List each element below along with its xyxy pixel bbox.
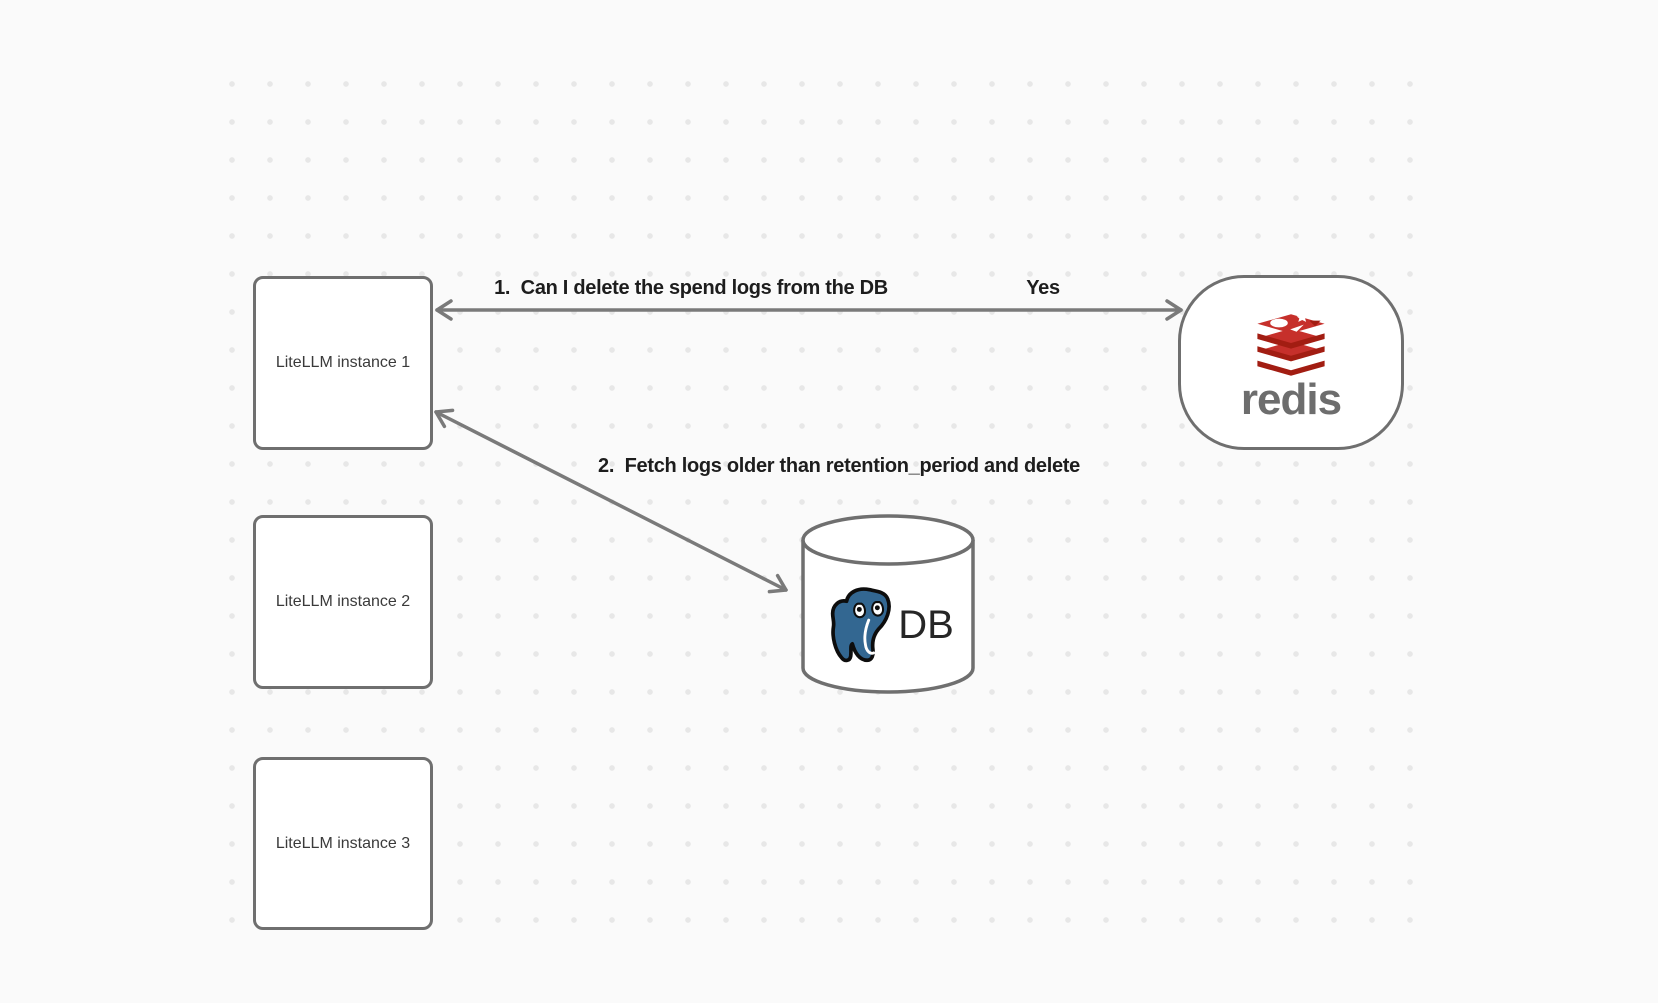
node-label: LiteLLM instance 2 — [275, 593, 411, 610]
node-label: LiteLLM instance 3 — [275, 834, 411, 852]
db-label: DB — [898, 602, 954, 647]
redis-wordmark: redis — [1240, 374, 1342, 424]
arrow1-label[interactable]: 1. Can I delete the spend logs from the … — [494, 277, 888, 299]
arrow1-answer-label[interactable]: Yes — [1026, 277, 1060, 299]
postgresql-logo-icon — [831, 587, 892, 663]
node-litellm-instance-3[interactable]: LiteLLM instance 3 — [253, 757, 433, 930]
node-label: LiteLLM instance 1 — [275, 354, 411, 371]
node-db[interactable]: DB — [800, 513, 976, 695]
node-litellm-instance-2[interactable]: LiteLLM instance 2 — [253, 515, 433, 689]
arrow2-label[interactable]: 2. Fetch logs older than retention_perio… — [598, 455, 1080, 477]
arrow-instance1-db[interactable] — [434, 408, 788, 594]
redis-logo-icon — [1257, 312, 1325, 376]
node-litellm-instance-1[interactable]: LiteLLM instance 1 — [253, 276, 433, 450]
node-redis[interactable]: redis — [1178, 275, 1404, 450]
